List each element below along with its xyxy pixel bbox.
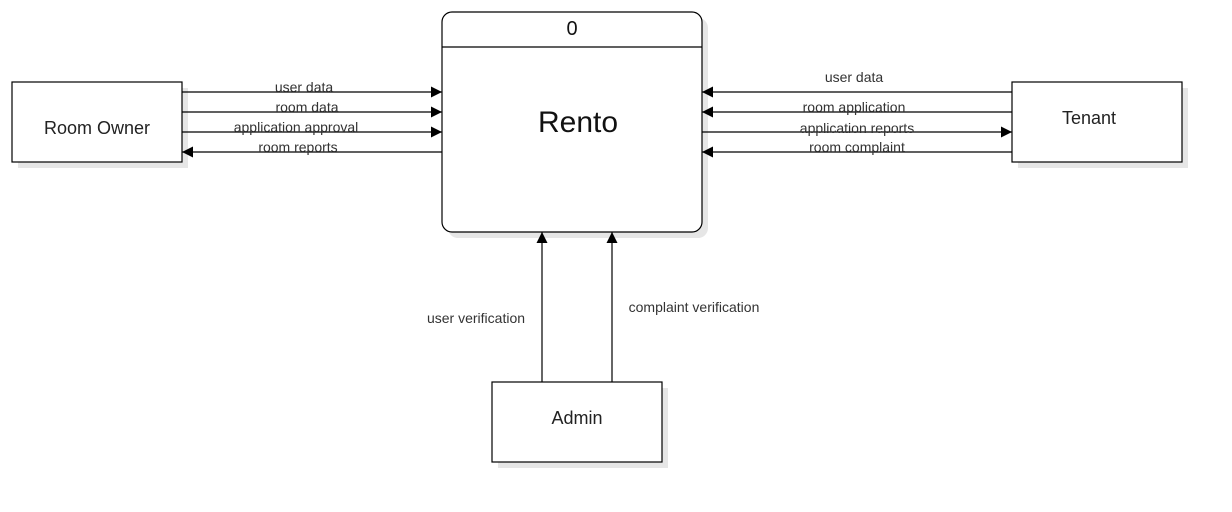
process-title: Rento xyxy=(538,106,618,139)
flow-owner-user-data-label: user data xyxy=(275,79,334,95)
process-rento[interactable]: 0 Rento xyxy=(441,11,708,238)
admin-box xyxy=(491,381,663,463)
room-owner-label: Room Owner xyxy=(44,118,150,138)
process-number: 0 xyxy=(566,18,577,40)
flow-tenant-room-complaint-label: room complaint xyxy=(809,139,905,155)
flow-owner-room-data-label: room data xyxy=(275,99,338,115)
process-box xyxy=(441,11,703,233)
flow-admin-user-verification-label: user verification xyxy=(427,310,525,326)
flow-tenant-application-reports-label: application reports xyxy=(800,120,914,136)
entity-room-owner[interactable]: Room Owner xyxy=(11,81,188,168)
admin-label: Admin xyxy=(551,408,602,428)
flow-admin-complaint-verification-label: complaint verification xyxy=(629,299,760,315)
flow-tenant-room-application-label: room application xyxy=(803,99,906,115)
entity-admin[interactable]: Admin xyxy=(491,381,668,468)
entity-tenant[interactable]: Tenant xyxy=(1011,81,1188,168)
room-owner-box xyxy=(11,81,183,163)
flow-tenant-user-data-label: user data xyxy=(825,69,884,85)
tenant-box xyxy=(1011,81,1183,163)
flow-owner-room-reports-label: room reports xyxy=(258,139,337,155)
tenant-label: Tenant xyxy=(1062,108,1116,128)
flow-owner-application-approval-label: application approval xyxy=(234,119,359,135)
